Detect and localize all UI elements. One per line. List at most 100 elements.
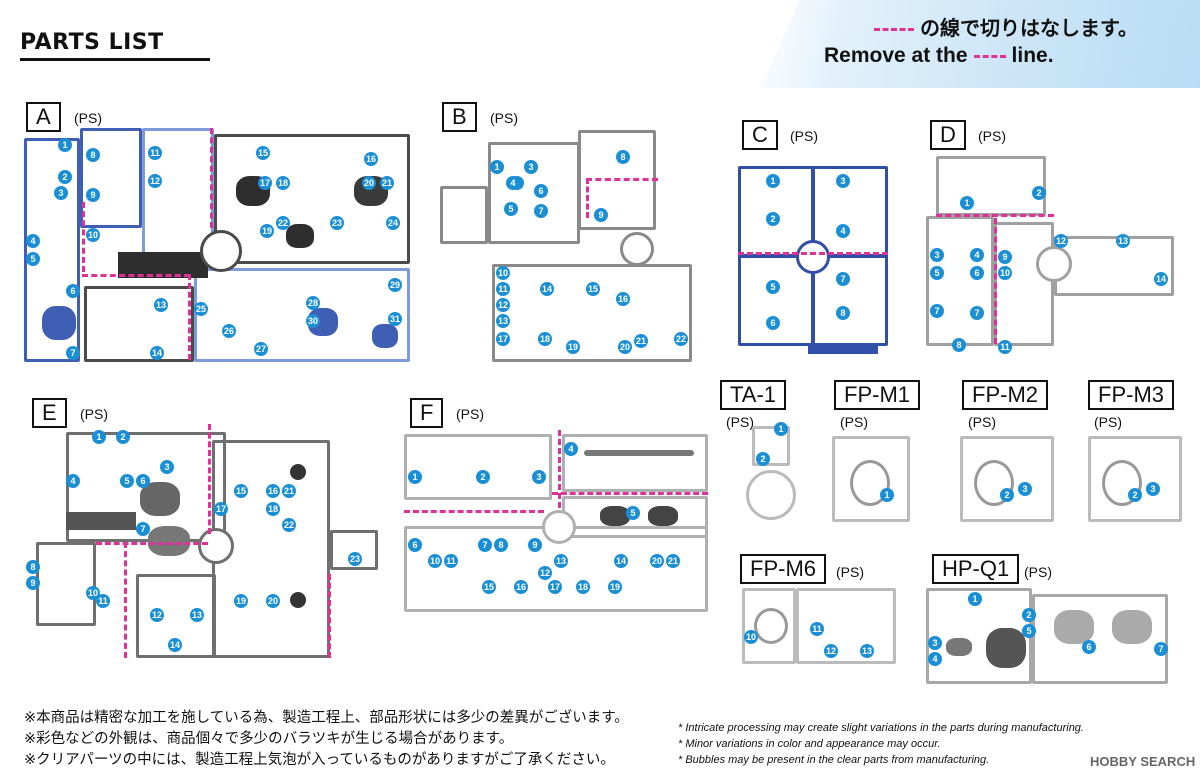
part-number: 1 <box>968 592 982 606</box>
part-shape <box>372 324 398 348</box>
part-number: 8 <box>26 560 40 574</box>
part-number: 6 <box>970 266 984 280</box>
part-number: 13 <box>190 608 204 622</box>
part-number: 14 <box>168 638 182 652</box>
part-number: 15 <box>256 146 270 160</box>
part-number: 22 <box>276 216 290 230</box>
part-number: 6 <box>766 316 780 330</box>
part-number: 7 <box>930 304 944 318</box>
part-number: 3 <box>930 248 944 262</box>
part-number: 7 <box>534 204 548 218</box>
part-number: 6 <box>136 474 150 488</box>
part-number: 23 <box>330 216 344 230</box>
sprue-frame <box>80 128 142 228</box>
part-number: 4 <box>836 224 850 238</box>
part-number: 11 <box>496 282 510 296</box>
part-number: 23 <box>348 552 362 566</box>
part-number: 5 <box>26 252 40 266</box>
part-number: 14 <box>614 554 628 568</box>
sprue-hub <box>620 232 654 266</box>
part-number: 1 <box>774 422 788 436</box>
part-shape <box>600 506 630 526</box>
part-number: 5 <box>766 280 780 294</box>
sprue-frame <box>492 264 692 362</box>
part-shape <box>648 506 678 526</box>
part-number: 11 <box>148 146 162 160</box>
face-part <box>754 608 788 644</box>
part-number: 30 <box>306 314 320 328</box>
part-number: 1 <box>92 430 106 444</box>
watermark: HOBBY SEARCH <box>1090 754 1196 769</box>
part-number: 6 <box>408 538 422 552</box>
part-number: 8 <box>616 150 630 164</box>
part-number: 14 <box>150 346 164 360</box>
part-number: 4 <box>66 474 80 488</box>
cut-line <box>994 218 997 344</box>
sprue-frame <box>1088 436 1182 522</box>
part-shape <box>148 526 190 556</box>
sprue-frame <box>214 134 410 264</box>
part-number: 2 <box>1032 186 1046 200</box>
part-number: 7 <box>478 538 492 552</box>
part-number: 20 <box>650 554 664 568</box>
part-number: 3 <box>1018 482 1032 496</box>
part-number: 19 <box>260 224 274 238</box>
part-number: 9 <box>528 538 542 552</box>
cut-line <box>82 202 85 272</box>
part-number: 11 <box>998 340 1012 354</box>
cut-line <box>82 274 190 277</box>
sprue-b: 1 2 3 4 5 6 7 8 9 10 11 12 13 14 15 16 1… <box>440 126 696 364</box>
part-number: 9 <box>26 576 40 590</box>
sprue-frame <box>1054 236 1174 296</box>
instruction-banner <box>760 0 1200 88</box>
part-number: 14 <box>540 282 554 296</box>
group-label-fpm3: FP-M3 <box>1088 380 1174 410</box>
part-number: 13 <box>496 314 510 328</box>
sprue-hub <box>542 510 576 544</box>
part-number: 4 <box>970 248 984 262</box>
part-number: 12 <box>1054 234 1068 248</box>
part-shape <box>140 482 180 516</box>
part-number: 3 <box>532 470 546 484</box>
group-material-c: (PS) <box>790 128 818 144</box>
part-number: 3 <box>524 160 538 174</box>
cut-line <box>328 574 331 658</box>
part-number: 10 <box>428 554 442 568</box>
sprue-d: 1 2 3 4 5 6 7 8 9 10 11 12 13 14 7 <box>926 156 1180 356</box>
part-shape <box>1054 610 1094 644</box>
part-shape <box>584 450 694 456</box>
part-number: 8 <box>836 306 850 320</box>
cut-line <box>558 430 561 508</box>
part-number: 12 <box>150 608 164 622</box>
part-number: 10 <box>496 266 510 280</box>
part-number: 18 <box>276 176 290 190</box>
sprue-fpm6: 10 11 12 13 <box>742 588 898 668</box>
sprue-frame <box>832 436 910 522</box>
part-number: 16 <box>514 580 528 594</box>
cut-line-sample <box>973 54 1006 58</box>
part-shape <box>986 628 1026 668</box>
instruction-en-text-1: Remove at the <box>824 44 968 67</box>
sprue-frame <box>36 542 96 626</box>
group-material-fpm1: (PS) <box>840 414 868 430</box>
group-label-b: B <box>442 102 477 132</box>
cut-line <box>208 424 211 534</box>
part-number: 8 <box>494 538 508 552</box>
part-number: 20 <box>362 176 376 190</box>
group-material-fpm6: (PS) <box>836 564 864 580</box>
cut-line <box>96 542 208 545</box>
part-number: 7 <box>1154 642 1168 656</box>
sprue-frame <box>742 588 796 664</box>
sprue-frame <box>66 432 226 542</box>
part-number: 3 <box>54 186 68 200</box>
part-number: 9 <box>86 188 100 202</box>
part-number: 2 <box>756 452 770 466</box>
part-number: 1 <box>490 160 504 174</box>
part-number: 27 <box>254 342 268 356</box>
group-material-hpq1: (PS) <box>1024 564 1052 580</box>
sprue-hub <box>1036 246 1072 282</box>
group-label-fpm2: FP-M2 <box>962 380 1048 410</box>
part-number: 9 <box>998 250 1012 264</box>
sprue-frame <box>562 434 708 492</box>
sprue-frame <box>926 216 994 346</box>
